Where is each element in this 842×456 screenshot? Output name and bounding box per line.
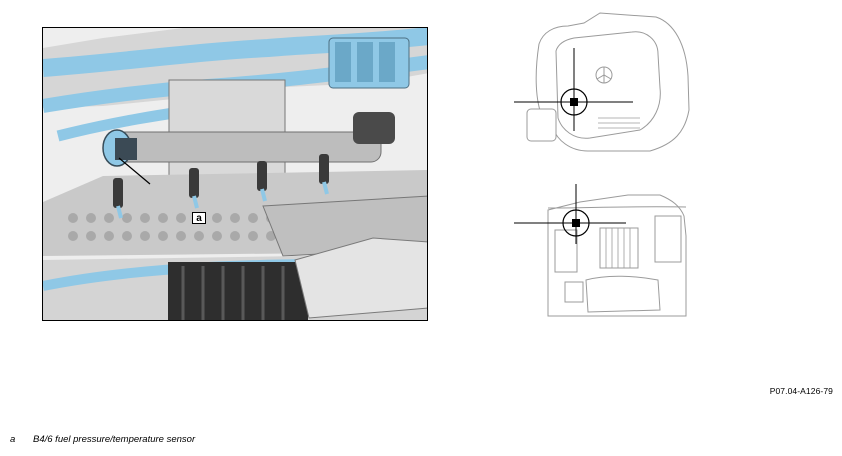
legend-text: B4/6 fuel pressure/temperature sensor xyxy=(33,434,196,445)
locator-view-side xyxy=(510,178,692,326)
main-illustration: a xyxy=(42,27,428,321)
legend-key: a xyxy=(10,434,16,445)
figure-code: P07.04-A126-79 xyxy=(769,386,833,396)
locator-view-top xyxy=(510,6,692,158)
legend-item: a B4/6 fuel pressure/temperature sensor xyxy=(10,434,195,445)
engine-illustration xyxy=(43,28,427,320)
callout-label-a: a xyxy=(192,212,206,224)
